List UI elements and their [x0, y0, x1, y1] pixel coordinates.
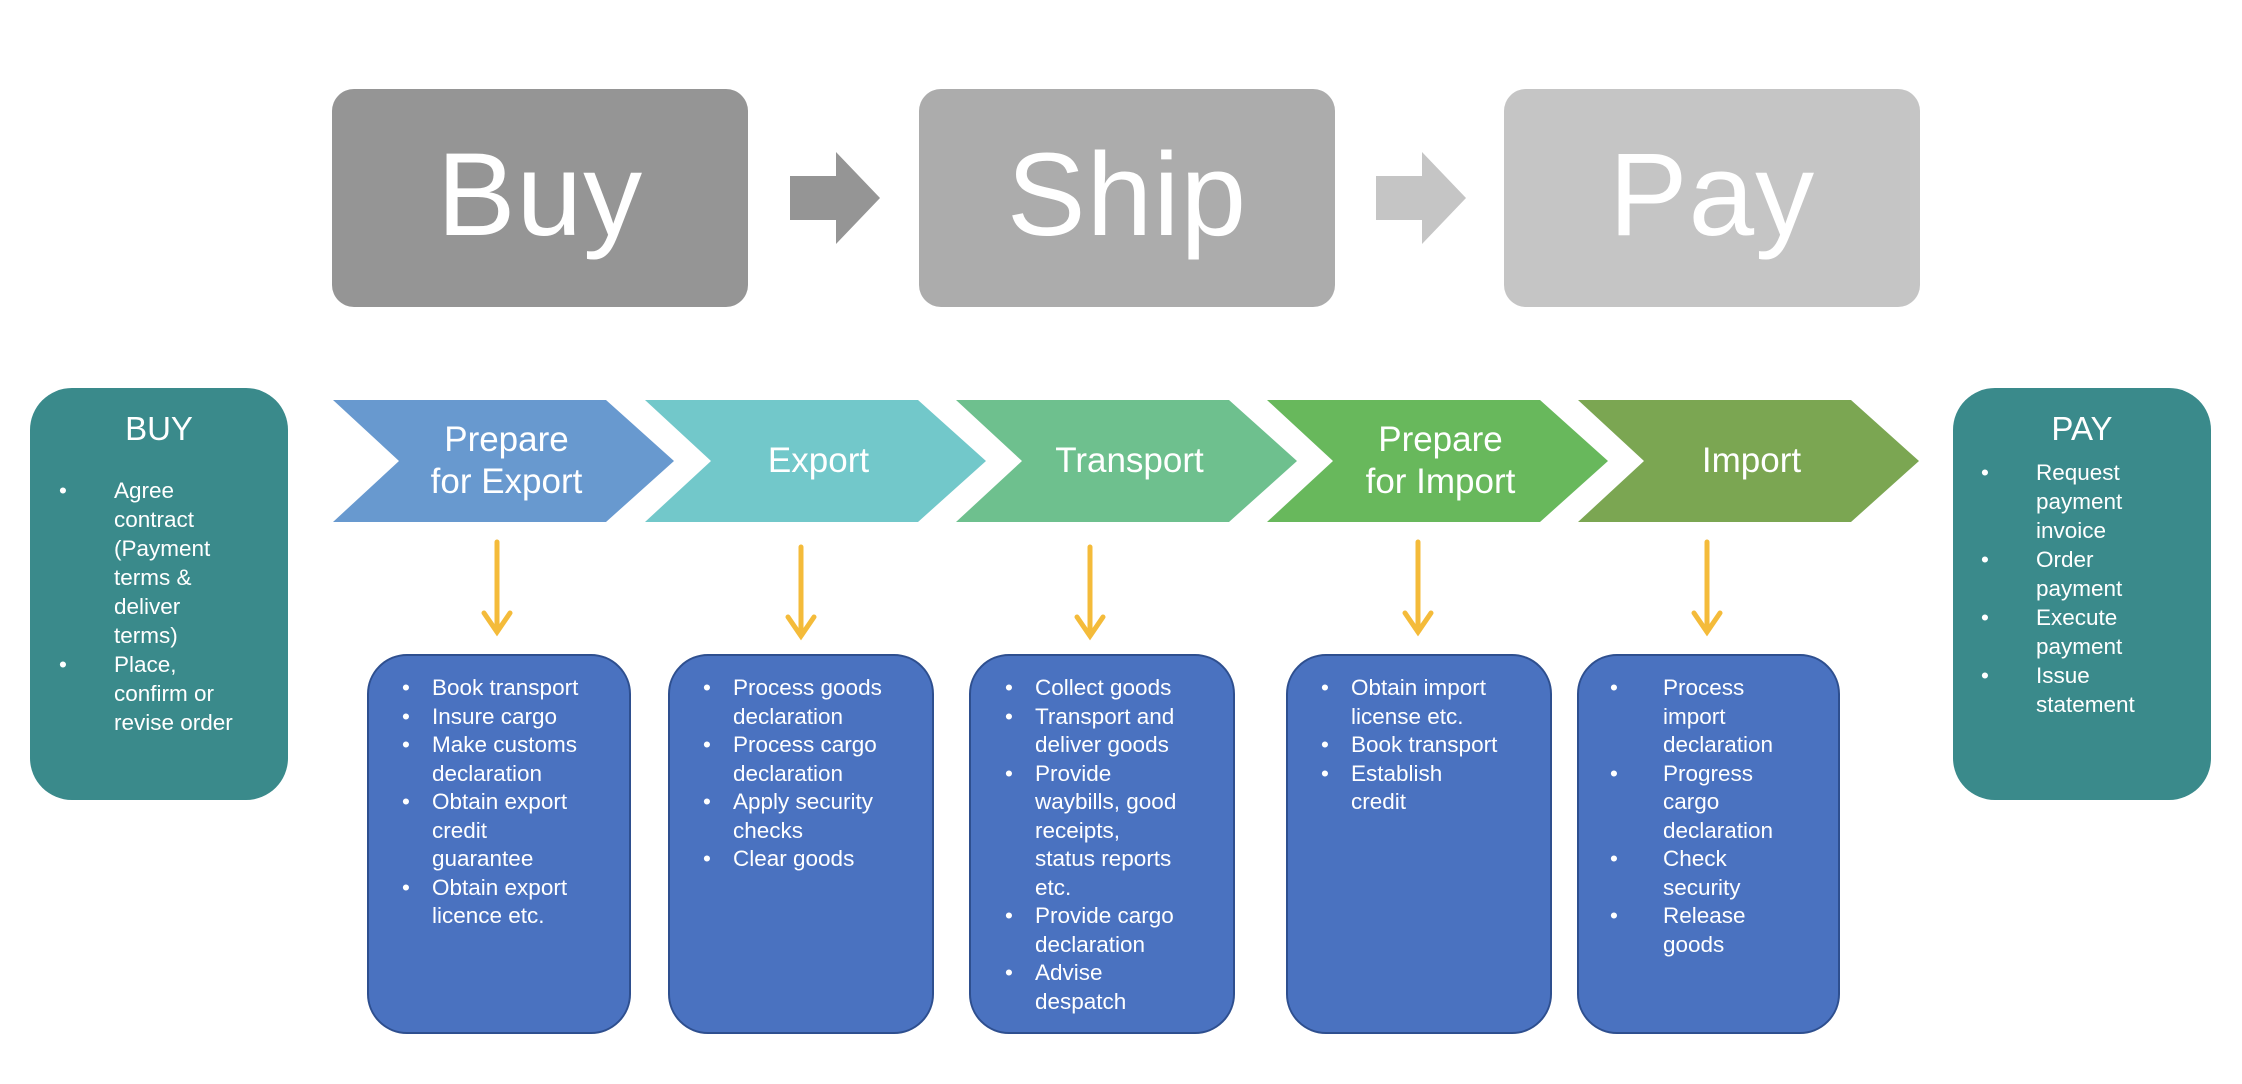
detail-list: Book transport Insure cargo Make customs…: [402, 674, 578, 931]
chevron-transport: Transport: [1022, 400, 1237, 522]
chevron-label: Prepare for Export: [430, 420, 583, 501]
detail-box-export: Process goods declaration Process cargo …: [668, 654, 934, 1034]
chevron-label: Import: [1701, 441, 1802, 480]
list-item: Obtain export credit guarantee: [402, 788, 578, 874]
list-item: Advise despatch: [1005, 959, 1176, 1016]
stage-ship-label: Ship: [1006, 129, 1248, 261]
arrow-down-icon: [481, 539, 513, 637]
list-item: Clear goods: [703, 845, 882, 874]
buy-panel-list: Agree contract (Payment terms & deliver …: [59, 476, 288, 737]
buy-panel: BUY Agree contract (Payment terms & deli…: [30, 388, 288, 800]
list-item: Order payment: [1981, 545, 2211, 603]
stage-buy: Buy: [332, 89, 748, 307]
detail-box-prepare-for-import: Obtain import license etc. Book transpor…: [1286, 654, 1552, 1034]
chevron-label: Export: [767, 441, 870, 480]
list-item: Transport and deliver goods: [1005, 703, 1176, 760]
stage-pay: Pay: [1504, 89, 1920, 307]
detail-box-prepare-for-export: Book transport Insure cargo Make customs…: [367, 654, 631, 1034]
list-item: Book transport: [1321, 731, 1497, 760]
detail-list: Collect goods Transport and deliver good…: [1005, 674, 1176, 1016]
list-item: Collect goods: [1005, 674, 1176, 703]
list-item: Release goods: [1610, 902, 1773, 959]
list-item: Request payment invoice: [1981, 458, 2211, 545]
chevron-transport-shape: [956, 400, 1297, 522]
list-item: Progress cargo declaration: [1610, 760, 1773, 846]
pay-panel-title: PAY: [2051, 410, 2113, 447]
stage-pay-label: Pay: [1608, 129, 1816, 261]
detail-list: Process import declaration Progress carg…: [1610, 674, 1773, 959]
list-item: Book transport: [402, 674, 578, 703]
arrow-right-icon: [790, 152, 880, 244]
stage-ship: Ship: [919, 89, 1335, 307]
list-item: Provide waybills, good receipts, status …: [1005, 760, 1176, 903]
list-item: Insure cargo: [402, 703, 578, 732]
chevron-prepare-import-shape: [1267, 400, 1608, 522]
chevron-export-shape: [645, 400, 986, 522]
list-item: Obtain export licence etc.: [402, 874, 578, 931]
arrow-down-icon: [785, 544, 817, 641]
chevron-prepare-for-export: Prepare for Export: [399, 400, 614, 522]
chevron-import: Import: [1644, 400, 1859, 522]
detail-box-import: Process import declaration Progress carg…: [1577, 654, 1840, 1034]
buy-panel-title: BUY: [125, 410, 193, 447]
chevron-export: Export: [711, 400, 926, 522]
list-item: Agree contract (Payment terms & deliver …: [59, 476, 288, 650]
arrow-down-icon: [1691, 539, 1723, 637]
arrow-down-icon: [1074, 544, 1106, 641]
chevron-label: Transport: [1055, 441, 1204, 480]
list-item: Obtain import license etc.: [1321, 674, 1497, 731]
list-item: Issue statement: [1981, 661, 2211, 719]
chevron-import-shape: [1578, 400, 1919, 522]
list-item: Establish credit: [1321, 760, 1497, 817]
pay-panel-list: Request payment invoice Order payment Ex…: [1981, 458, 2211, 719]
chevron-prepare-for-import: Prepare for Import: [1333, 400, 1548, 522]
pay-panel: PAY Request payment invoice Order paymen…: [1953, 388, 2211, 800]
detail-list: Process goods declaration Process cargo …: [703, 674, 882, 874]
list-item: Provide cargo declaration: [1005, 902, 1176, 959]
detail-box-transport: Collect goods Transport and deliver good…: [969, 654, 1235, 1034]
list-item: Check security: [1610, 845, 1773, 902]
list-item: Process cargo declaration: [703, 731, 882, 788]
arrow-down-icon: [1402, 539, 1434, 637]
list-item: Process goods declaration: [703, 674, 882, 731]
stage-buy-label: Buy: [436, 129, 644, 261]
list-item: Execute payment: [1981, 603, 2211, 661]
chevron-label: Prepare for Import: [1365, 420, 1516, 501]
arrow-right-icon: [1376, 152, 1466, 244]
list-item: Apply security checks: [703, 788, 882, 845]
list-item: Make customs declaration: [402, 731, 578, 788]
chevron-prepare-export-shape: [333, 400, 674, 522]
detail-list: Obtain import license etc. Book transpor…: [1321, 674, 1497, 817]
list-item: Place, confirm or revise order: [59, 650, 288, 737]
list-item: Process import declaration: [1610, 674, 1773, 760]
